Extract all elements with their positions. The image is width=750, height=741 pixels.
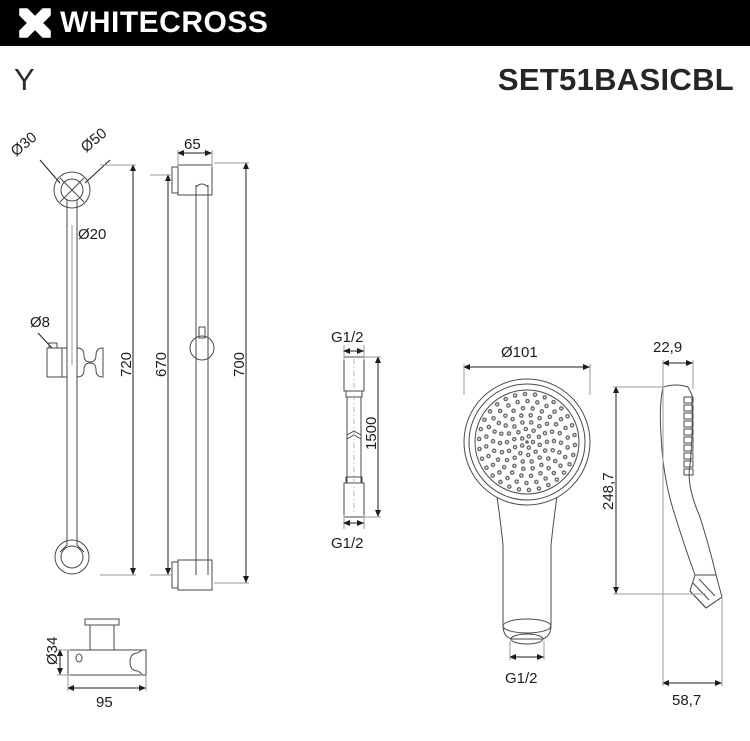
slide-bar-side-view (150, 150, 249, 591)
dim-handset-depth: 58,7 (672, 692, 701, 709)
dim-bar-tube-dia: Ø20 (78, 226, 106, 243)
dim-bar-top-small-dia: Ø30 (8, 129, 41, 160)
hand-shower-front-view (463, 364, 591, 660)
dim-head-diameter: Ø101 (501, 344, 538, 361)
dim-holder-screw-dia: Ø8 (30, 314, 50, 331)
brand-name: WHITECROSS (60, 6, 269, 39)
dim-bar-top-large-dia: Ø50 (78, 125, 111, 156)
dim-bracket-projection: 65 (184, 136, 201, 153)
handset-holder (37, 332, 104, 378)
drawing-canvas: Ø30 Ø50 Ø20 Ø8 720 65 670 700 G1/2 1500 … (8, 125, 723, 711)
dim-bracket-width: 95 (96, 694, 113, 711)
dim-rail-length: 700 (231, 352, 248, 377)
dim-mount-centers: 670 (153, 352, 170, 377)
wall-bracket-detail-view (57, 618, 147, 691)
dim-hose-inlet-thread: G1/2 (331, 329, 364, 346)
dim-hose-length: 1500 (363, 417, 380, 450)
dim-bar-total-height: 720 (118, 352, 135, 377)
dim-handset-length: 248,7 (600, 472, 617, 510)
dim-bracket-diameter: Ø34 (44, 637, 61, 665)
dim-hose-outlet-thread: G1/2 (331, 535, 364, 552)
dim-head-thickness: 22,9 (653, 339, 682, 356)
hand-shower-side-view (613, 360, 723, 686)
product-code: SET51BASICBL (497, 62, 734, 97)
variant-label: Y (14, 62, 35, 97)
dim-handset-thread: G1/2 (505, 670, 538, 687)
shower-hose-view (343, 345, 381, 529)
cross-x-icon (19, 8, 51, 38)
brand-header: WHITECROSS (0, 0, 750, 46)
slide-bar-front-view (37, 159, 136, 576)
header-divider (0, 46, 750, 49)
technical-drawing: Ø30 Ø50 Ø20 Ø8 720 65 670 700 G1/2 1500 … (0, 105, 750, 741)
